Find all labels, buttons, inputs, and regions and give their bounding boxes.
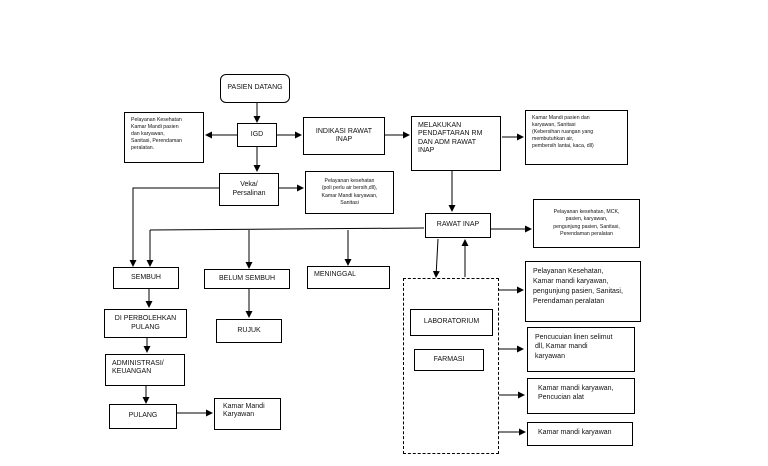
node-label: FARMASI — [433, 355, 465, 363]
node-label: DI PERBOLEHKAN PULANG — [114, 315, 177, 331]
node-pasien-datang: PASIEN DATANG — [220, 74, 290, 103]
note-text: Kamar mandi karyawan — [538, 429, 612, 436]
node-rujuk: RUJUK — [216, 319, 282, 343]
node-label: INDIKASI RAWAT INAP — [315, 127, 373, 143]
note-pendaftaran: Kamar Mandi pasien dan karyawan, Sanitas… — [525, 110, 628, 165]
node-label: PASIEN DATANG — [227, 84, 283, 92]
node-rawat-inap: RAWAT INAP — [425, 213, 491, 238]
note-lab-2: Pencucuian linen selimut dll, Kamar mand… — [527, 327, 635, 372]
node-label: LABORATORIUM — [423, 318, 480, 326]
node-label: SEMBUH — [131, 273, 161, 281]
node-label: MENINGGAL — [314, 271, 357, 278]
node-label: IGD — [250, 130, 264, 138]
node-administrasi-keuangan: ADMINISTRASI/ KEUANGAN — [105, 354, 185, 386]
node-label: Veka/ Persalinan — [232, 181, 266, 197]
note-text: Pencucuian linen selimut dll, Kamar mand… — [535, 334, 613, 360]
note-lab-4: Kamar mandi karyawan — [527, 422, 633, 446]
node-pendaftaran: MELAKUKAN PENDAFTARAN RM DAN ADM RAWAT I… — [411, 116, 501, 171]
node-label: RAWAT INAP — [436, 221, 480, 229]
node-label: RUJUK — [237, 326, 261, 334]
note-veka: Pelayanan kesehatan (poli perlu air bers… — [305, 171, 394, 214]
node-sembuh: SEMBUH — [113, 267, 179, 289]
note-igd: Pelayanan Kesehatan Kamar Mandi pasien d… — [124, 112, 204, 163]
note-text: Kamar mandi karyawan, Pencucian alat — [538, 385, 614, 402]
note-text: Kamar Mandi Karyawan — [223, 403, 265, 419]
support-units-group — [403, 278, 499, 454]
note-text: Pelayanan kesehatan (poli perlu air bers… — [321, 178, 378, 206]
note-text: Kamar Mandi pasien dan karyawan, Sanitas… — [532, 115, 594, 150]
note-text: Pelayanan Kesehatan, Kamar mandi karyawa… — [533, 268, 623, 306]
node-indikasi-rawat-inap: INDIKASI RAWAT INAP — [303, 117, 385, 155]
node-label: MELAKUKAN PENDAFTARAN RM DAN ADM RAWAT I… — [418, 122, 483, 155]
node-igd: IGD — [237, 123, 277, 147]
node-veka-persalinan: Veka/ Persalinan — [219, 173, 279, 206]
node-pulang: PULANG — [109, 404, 177, 429]
note-pulang: Kamar Mandi Karyawan — [214, 398, 281, 430]
node-belum-sembuh: BELUM SEMBUH — [204, 269, 290, 289]
node-label: ADMINISTRASI/ KEUANGAN — [112, 360, 164, 376]
node-label: PULANG — [128, 412, 158, 420]
note-lab-3: Kamar mandi karyawan, Pencucian alat — [527, 378, 635, 414]
note-text: Pelayanan kesehatan, MCK, pasien, karyaw… — [553, 209, 620, 237]
note-lab-1: Pelayanan Kesehatan, Kamar mandi karyawa… — [525, 261, 641, 322]
node-laboratorium: LABORATORIUM — [410, 309, 493, 336]
node-meninggal: MENINGGAL — [307, 266, 390, 289]
node-di-perbolehkan-pulang: DI PERBOLEHKAN PULANG — [104, 309, 187, 338]
note-rawat-inap: Pelayanan kesehatan, MCK, pasien, karyaw… — [533, 199, 640, 248]
node-label: BELUM SEMBUH — [218, 274, 275, 282]
note-text: Pelayanan Kesehatan Kamar Mandi pasien d… — [131, 117, 183, 152]
node-farmasi: FARMASI — [414, 349, 484, 371]
